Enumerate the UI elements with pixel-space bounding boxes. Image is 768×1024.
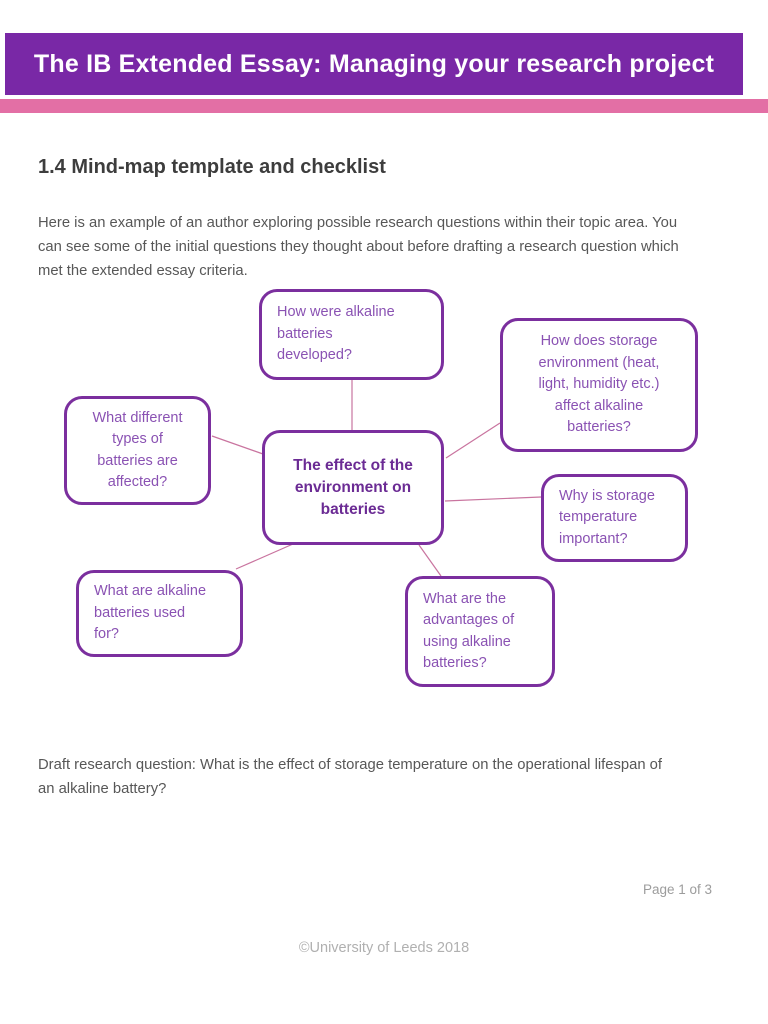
mindmap-node-developed: How were alkaline batteries developed? bbox=[259, 289, 444, 380]
mindmap-node-storage-environment: How does storage environment (heat, ligh… bbox=[500, 318, 698, 452]
mindmap-node-label: What different types of batteries are af… bbox=[92, 409, 183, 491]
mindmap-node-label: How does storage environment (heat, ligh… bbox=[538, 333, 660, 436]
mindmap-node-label: What are alkaline batteries used for? bbox=[94, 583, 207, 643]
mindmap-node-label: What are the advantages of using alkalin… bbox=[423, 590, 515, 672]
mindmap-node-label: How were alkaline batteries developed? bbox=[277, 304, 395, 364]
page-number: Page 1 of 3 bbox=[642, 882, 712, 897]
header-accent-stripe bbox=[0, 99, 768, 113]
mindmap-node-label: Why is storage temperature important? bbox=[559, 487, 655, 547]
mindmap-node-used-for: What are alkaline batteries used for? bbox=[76, 570, 243, 657]
section-heading: 1.4 Mind-map template and checklist bbox=[38, 156, 386, 179]
mindmap-node-advantages: What are the advantages of using alkalin… bbox=[405, 576, 555, 687]
mindmap-center-label: The effect of the environment on batteri… bbox=[293, 456, 413, 518]
copyright-footer: ©University of Leeds 2018 bbox=[298, 940, 470, 956]
mindmap-node-battery-types: What different types of batteries are af… bbox=[64, 396, 211, 505]
mindmap-node-storage-temperature: Why is storage temperature important? bbox=[541, 474, 688, 562]
header-banner: The IB Extended Essay: Managing your res… bbox=[5, 33, 743, 95]
document-title: The IB Extended Essay: Managing your res… bbox=[33, 49, 715, 78]
mindmap-center-node: The effect of the environment on batteri… bbox=[262, 430, 444, 545]
intro-paragraph: Here is an example of an author explorin… bbox=[38, 214, 679, 279]
draft-research-question: Draft research question: What is the eff… bbox=[38, 756, 663, 797]
